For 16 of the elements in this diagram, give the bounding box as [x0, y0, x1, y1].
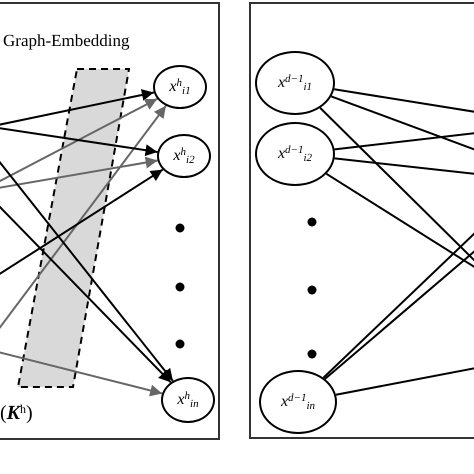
arrow	[0, 351, 162, 396]
arrow	[0, 168, 164, 276]
arrow	[0, 159, 174, 382]
matrix-label: (K$^{h}$)	[0, 401, 33, 426]
neuron-ellipse	[161, 377, 215, 423]
arrow	[0, 127, 158, 156]
arrow	[0, 105, 167, 331]
panel-title: Graph-Embedding	[3, 30, 130, 52]
neuron-ellipse	[157, 134, 211, 178]
panel	[249, 2, 474, 439]
arrow	[0, 98, 158, 183]
neuron-ellipse	[153, 65, 207, 109]
panel	[0, 2, 220, 440]
arrow	[0, 156, 158, 189]
arrow	[0, 89, 154, 126]
arrow	[0, 204, 172, 383]
